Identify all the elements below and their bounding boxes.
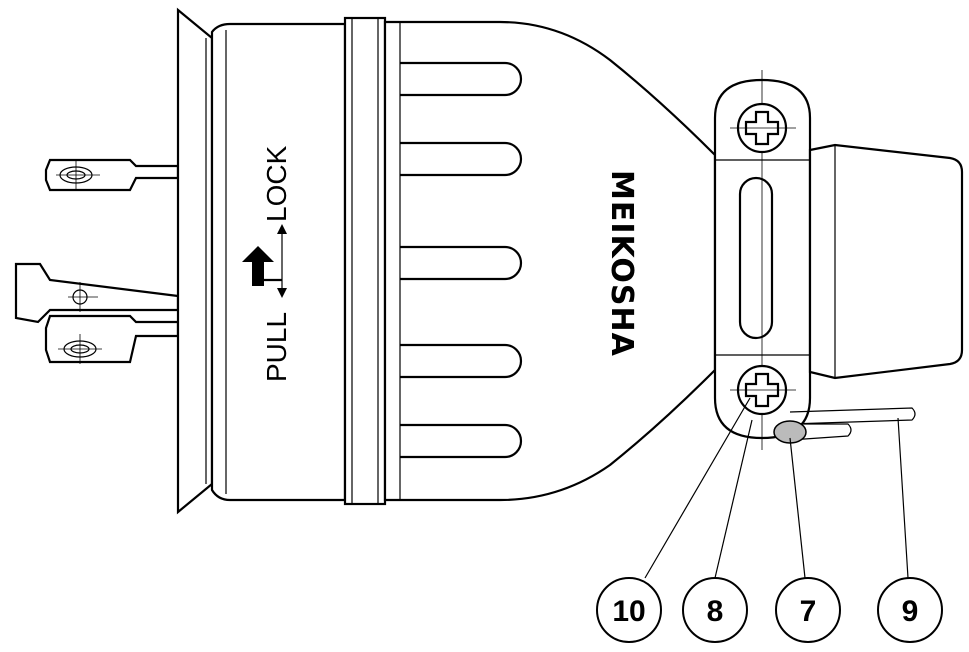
pull-arrow-icon (242, 246, 282, 286)
cord-clamp (713, 70, 812, 450)
callout-7-number: 7 (800, 595, 817, 628)
callout-10-number: 10 (612, 595, 645, 628)
pull-lock-stamp: PULL LOCK (242, 145, 292, 382)
blade-lower (44, 314, 180, 364)
cord-wires (773, 407, 916, 444)
leader-lines (644, 397, 909, 579)
blade-upper (44, 158, 180, 192)
grip-grooves (400, 61, 523, 459)
callout-7: 7 (775, 577, 841, 643)
pull-label: PULL (261, 312, 292, 382)
grip-section (383, 20, 717, 502)
brand-logo-text: MEIKOSHA (604, 170, 639, 357)
callout-8: 8 (682, 577, 748, 643)
screw-lower (730, 364, 796, 416)
plug-body (210, 16, 387, 506)
lock-label: LOCK (261, 145, 292, 222)
plug-flange (176, 7, 214, 515)
callout-9-number: 9 (902, 595, 919, 628)
screw-upper (730, 102, 796, 154)
callout-10: 10 (596, 577, 662, 643)
callout-9: 9 (877, 577, 943, 643)
callout-8-number: 8 (707, 595, 724, 628)
lock-direction-arrow-icon (277, 224, 287, 298)
cord-bushing (808, 143, 964, 380)
blade-middle (14, 262, 180, 324)
